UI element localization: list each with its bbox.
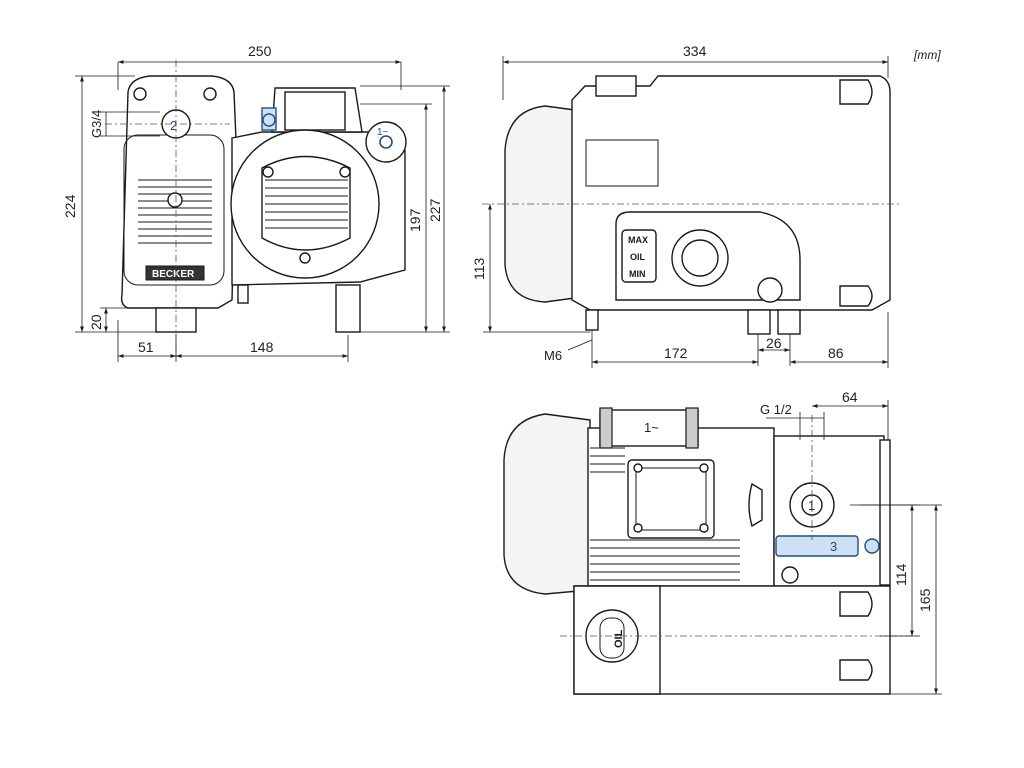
dim-thread-g34: G3/4: [89, 110, 104, 138]
dim-height-197: 197: [407, 208, 423, 232]
brand-label: BECKER: [152, 269, 195, 280]
dim-depth-114: 114: [893, 563, 909, 586]
top-view: 1~ 1 3 OIL G 1/2 64 1: [503, 389, 942, 695]
bolt-label-m6: M6: [544, 348, 562, 363]
dim-offset-64: 64: [842, 389, 858, 405]
dim-thread-g12: G 1/2: [760, 402, 792, 417]
oil-max-label: MAX: [628, 235, 648, 245]
dim-rear-86: 86: [828, 345, 844, 361]
motor-label: 1~: [644, 420, 659, 435]
dim-spacing-172: 172: [664, 345, 688, 361]
dim-length-334: 334: [683, 43, 707, 59]
dim-width-250: 250: [248, 43, 272, 59]
fan-grille: [265, 179, 348, 229]
motor-fins: [590, 447, 740, 581]
dim-offset-51: 51: [138, 339, 154, 355]
oil-level-label: OIL: [630, 252, 646, 262]
unit-label: [mm]: [913, 48, 941, 62]
callout-3: 3: [830, 539, 837, 554]
callout-1-motor: 1~: [377, 127, 389, 138]
callout-2: 2: [170, 118, 177, 133]
dim-spacing-148: 148: [250, 339, 274, 355]
side-view: MAX OIL MIN 334 113 M6 172 26: [471, 43, 900, 368]
dim-axis-113: 113: [471, 257, 487, 280]
cooling-fins-left: [138, 179, 212, 244]
oil-cap-label: OIL: [613, 629, 625, 648]
dim-depth-165: 165: [917, 588, 933, 612]
oil-min-label: MIN: [629, 269, 646, 279]
dim-foot-20: 20: [88, 314, 104, 330]
front-view: 2 BECKER 1~ 2: [62, 43, 450, 362]
dim-foot-26: 26: [766, 335, 782, 351]
dim-height-224: 224: [62, 194, 78, 218]
dim-height-227: 227: [427, 198, 443, 222]
